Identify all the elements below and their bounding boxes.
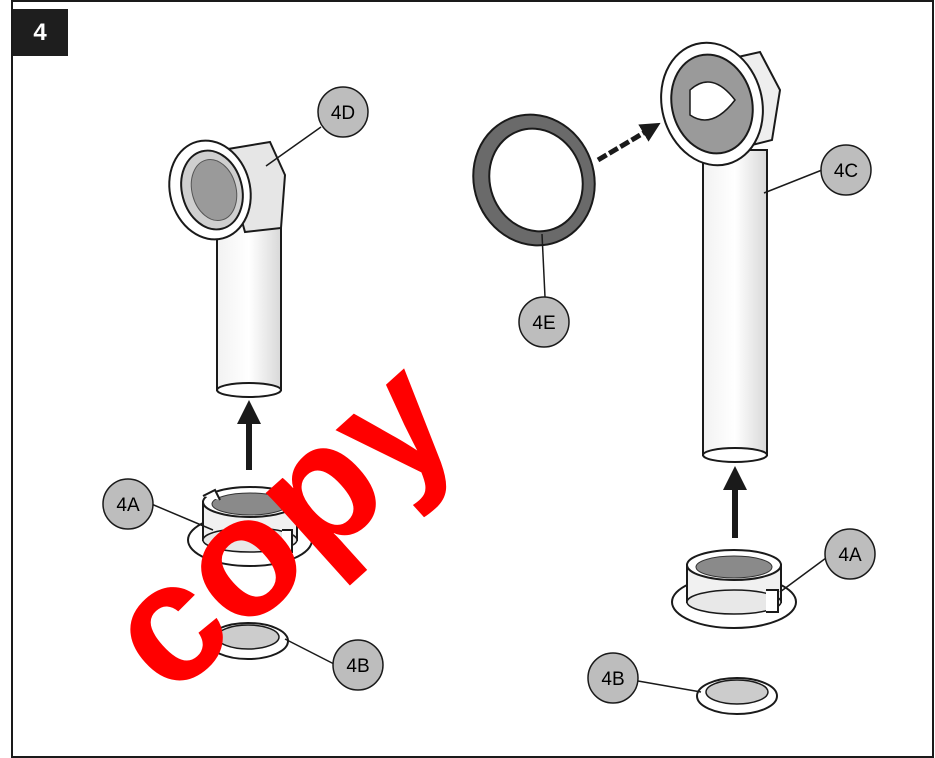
callout-4C-label: 4C	[834, 161, 858, 182]
callout-4C: 4C	[820, 144, 872, 196]
callout-4B-right: 4B	[587, 652, 639, 704]
part-4A-nut-right	[671, 549, 797, 629]
callout-4E-label: 4E	[532, 313, 555, 334]
part-4D-elbow	[168, 139, 287, 398]
part-4B-washer-left	[207, 622, 289, 660]
callout-4A-left: 4A	[102, 478, 154, 530]
leader-4A-right	[779, 557, 827, 593]
callout-4D: 4D	[317, 86, 369, 138]
leader-4B-right	[637, 680, 702, 693]
callout-4A-right-label: 4A	[838, 545, 862, 566]
callout-4E: 4E	[518, 296, 570, 348]
callout-4B-left-label: 4B	[346, 656, 369, 677]
leader-4E	[541, 233, 546, 298]
callout-4A-left-label: 4A	[116, 495, 140, 516]
part-4A-nut-left	[187, 486, 313, 567]
arrow-ring-to-pipe	[596, 122, 661, 163]
step-number-badge: 4	[12, 9, 68, 56]
part-4C-pipe	[660, 41, 782, 463]
leader-4B-left	[284, 638, 335, 665]
leader-4C	[763, 169, 823, 194]
part-4E-ring	[472, 113, 596, 247]
frame-border	[11, 0, 934, 758]
callout-4B-left: 4B	[332, 639, 384, 691]
leader-4D	[265, 126, 322, 167]
callout-4A-right: 4A	[824, 528, 876, 580]
leader-4A-left	[148, 502, 214, 531]
callout-4B-right-label: 4B	[601, 669, 624, 690]
part-4B-washer-right	[696, 677, 778, 715]
callout-4D-label: 4D	[331, 103, 355, 124]
